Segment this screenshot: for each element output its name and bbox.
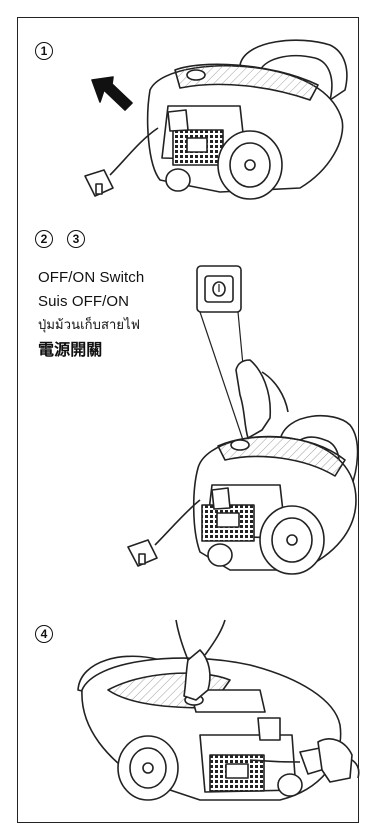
step-number-3: 3 — [67, 230, 85, 248]
switch-label-ms: Suis OFF/ON — [38, 293, 130, 310]
step-4-marker: 4 — [35, 625, 53, 643]
step-number-1: 1 — [35, 42, 53, 60]
step-2-3-markers: 2 3 — [35, 230, 85, 248]
step-number-4: 4 — [35, 625, 53, 643]
pull-arrow-icon — [91, 76, 133, 111]
page-border — [17, 17, 359, 823]
switch-label-en: OFF/ON Switch — [38, 269, 145, 286]
switch-label-zh: 電源開關 — [38, 340, 103, 359]
step-1-illustration — [84, 39, 348, 200]
switch-label-group: OFF/ON Switch Suis OFF/ON ปุ่มม้วนเก็บสา… — [38, 266, 144, 362]
switch-label-th: ปุ่มม้วนเก็บสายไฟ — [38, 318, 141, 333]
step-4-illustration — [77, 619, 360, 801]
step-2-3-illustration — [127, 265, 359, 575]
step-number-2: 2 — [35, 230, 53, 248]
step-1-marker: 1 — [35, 42, 53, 60]
